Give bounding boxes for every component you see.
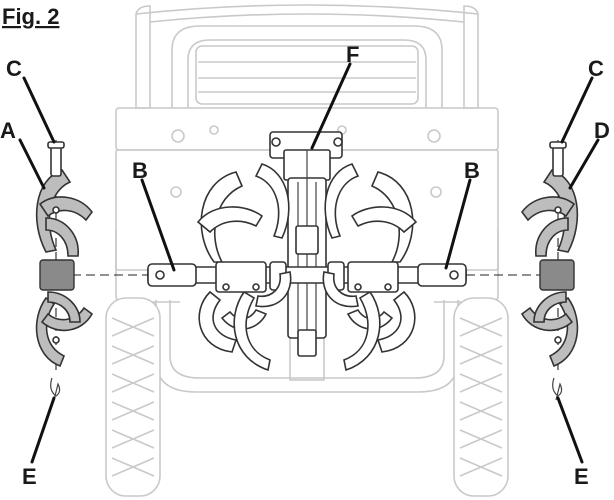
hairpin-clip-left xyxy=(50,377,61,401)
right-inner-tines xyxy=(322,163,418,372)
callout-f: F xyxy=(346,42,359,67)
left-inner-tines xyxy=(196,163,292,372)
clevis-pin-right xyxy=(549,141,567,177)
outer-tine-a xyxy=(35,169,94,368)
hairpin-clip-right xyxy=(552,377,563,401)
callout-e-right: E xyxy=(574,464,589,489)
callout-leaders xyxy=(18,62,600,464)
callout-d: D xyxy=(594,118,610,143)
gearbox-assembly xyxy=(269,131,343,357)
callout-b-right: B xyxy=(464,158,480,183)
callout-b-left: B xyxy=(132,158,148,183)
right-wheel xyxy=(453,297,509,497)
figure-title: Fig. 2 xyxy=(2,4,59,29)
callout-e-left: E xyxy=(22,464,37,489)
callout-c-left: C xyxy=(6,56,22,81)
callout-c-right: C xyxy=(588,56,604,81)
clevis-pin-left xyxy=(47,141,65,177)
callout-a: A xyxy=(0,118,16,143)
left-wheel xyxy=(105,297,161,497)
outer-tine-d xyxy=(520,169,579,368)
